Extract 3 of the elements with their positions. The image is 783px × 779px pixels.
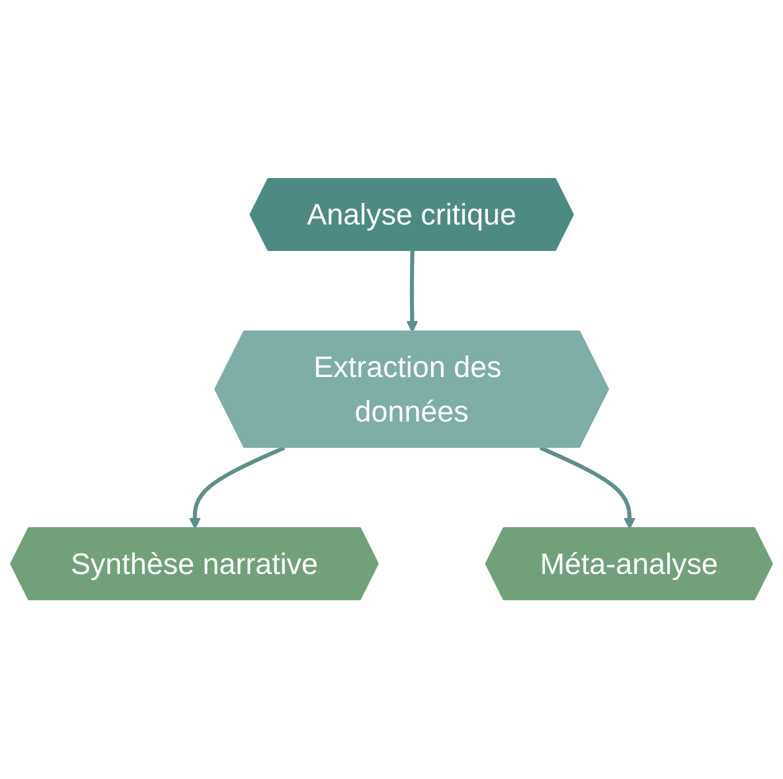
arrow: [406, 251, 418, 333]
arrow: [188, 446, 286, 530]
arrow: [540, 446, 636, 530]
